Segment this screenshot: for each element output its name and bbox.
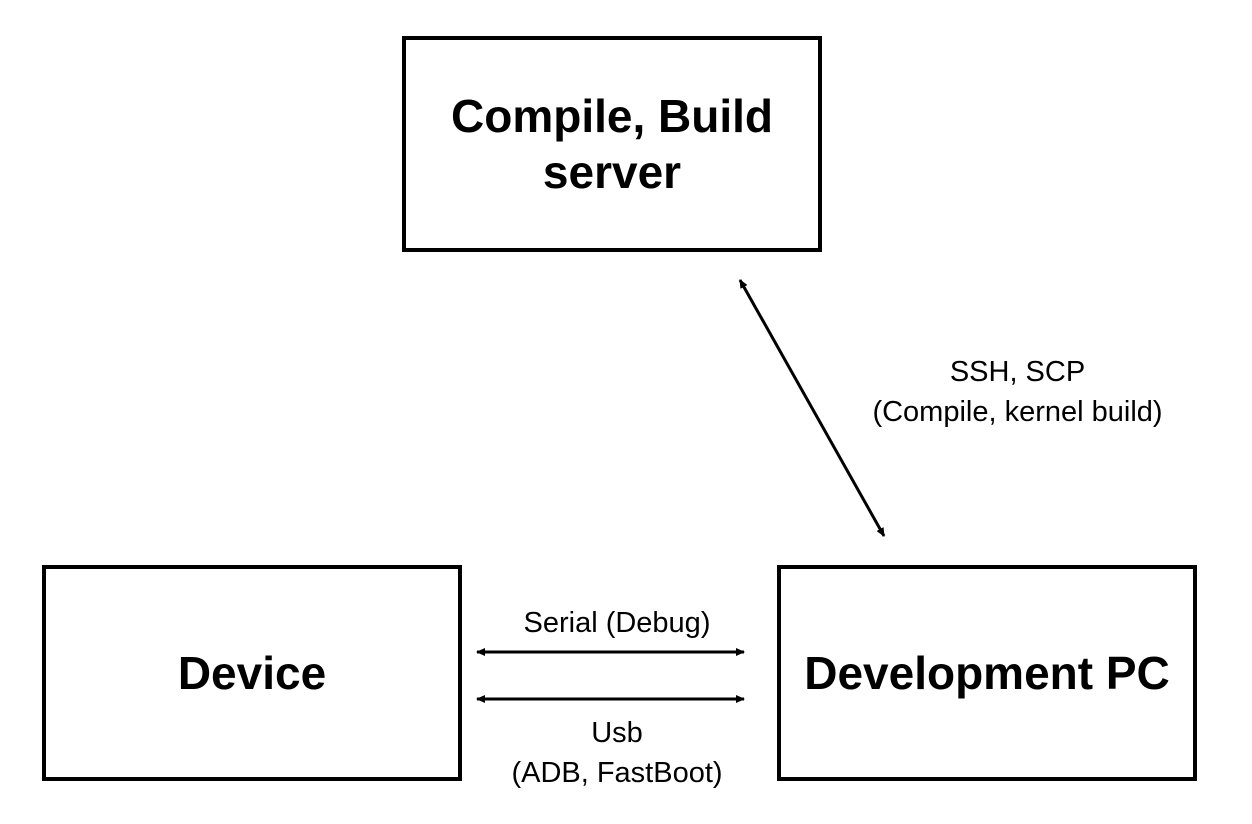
- development-pc-label: Development PC: [804, 647, 1170, 699]
- development-pc-node: Development PC: [777, 565, 1197, 781]
- usb-label: Usb (ADB, FastBoot): [511, 717, 723, 789]
- ssh-scp-arrow: [738, 279, 886, 537]
- device-label: Device: [177, 647, 327, 699]
- compile-build-server-node: Compile, Build server: [402, 36, 822, 252]
- ssh-scp-label: SSH, SCP (Compile, kernel build): [872, 356, 1163, 428]
- compile-build-server-label: Compile, Build server: [451, 90, 773, 198]
- serial-debug-label: Serial (Debug): [523, 607, 711, 639]
- device-node: Device: [42, 565, 462, 781]
